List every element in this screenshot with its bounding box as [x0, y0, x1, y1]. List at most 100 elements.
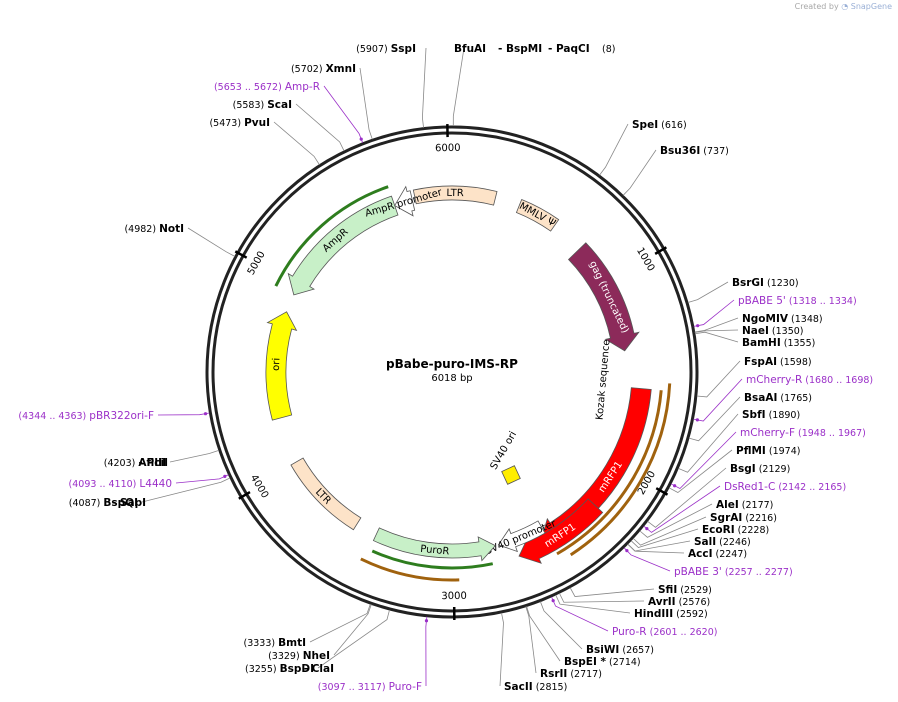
site-label-sali: SalI (2246): [694, 536, 751, 548]
leader-line: [452, 47, 465, 127]
site-label-bamhi: BamHI (1355): [742, 337, 815, 349]
plasmid-name: pBabe-puro-IMS-RP: [386, 357, 518, 371]
svg-text:- ClaI: - ClaI: [304, 663, 334, 675]
site-label-acci: AccI (2247): [688, 548, 747, 560]
svg-text:(5653 .. 5672) Amp-R: (5653 .. 5672) Amp-R: [214, 81, 320, 93]
svg-text:(5473) PvuI: (5473) PvuI: [209, 117, 270, 129]
leader-line: [559, 593, 645, 603]
svg-text:BspEI * (2714): BspEI * (2714): [564, 656, 641, 668]
credit-brand: SnapGene: [850, 2, 892, 11]
feature-ori: [265, 311, 298, 421]
site-label-xmni: (5702) XmnI: [291, 63, 356, 75]
site-label-scai: (5583) ScaI: [233, 99, 292, 111]
leader-line: [555, 594, 631, 614]
backbone-outer: [205, 125, 699, 619]
leader-line: [187, 227, 236, 257]
feature-ampr: [287, 195, 399, 296]
svg-text:- SapI: - SapI: [112, 497, 146, 509]
svg-text:(4982) NotI: (4982) NotI: [124, 223, 184, 235]
feature-amprpromoter: [394, 185, 416, 217]
leader-line: [647, 467, 727, 528]
site-label-nhei: (3329) NheI: [268, 650, 330, 662]
feature-label: LTR: [446, 188, 463, 199]
orf-mrfp-outer: [569, 383, 672, 557]
leader-line: [157, 412, 210, 416]
leader-line: [678, 413, 739, 473]
svg-text:SacII (2815): SacII (2815): [504, 681, 567, 693]
orf-puror: [371, 549, 494, 570]
primer-mark: [673, 484, 677, 488]
leader-line: [425, 616, 428, 687]
leader-line: [688, 396, 741, 442]
svg-text:(5702) XmnI: (5702) XmnI: [291, 63, 356, 75]
kozak-label: Kozak sequence: [595, 339, 613, 420]
svg-text:AleI (2177): AleI (2177): [716, 499, 773, 511]
leader-line: [687, 281, 729, 303]
primer-label-puro-r: Puro-R (2601 .. 2620): [612, 626, 717, 638]
site-label--sapi: - SapI: [112, 497, 146, 509]
site-label-noti: (4982) NotI: [124, 223, 184, 235]
feature-gag: [567, 242, 640, 352]
site-label--paqci: - PaqCI: [548, 43, 590, 55]
svg-text:DsRed1-C (2142 .. 2165): DsRed1-C (2142 .. 2165): [724, 481, 846, 493]
feature-ltr2: [290, 457, 362, 531]
svg-text:(3329) NheI: (3329) NheI: [268, 650, 330, 662]
primer-label-pbabe-5-: pBABE 5' (1318 .. 1334): [738, 295, 857, 307]
leader-line: [627, 543, 685, 554]
tick-label: 1000: [634, 246, 656, 274]
tick-label: 4000: [248, 473, 270, 501]
site-label-ecori: EcoRI (2228): [702, 524, 769, 536]
primer-mark: [424, 619, 429, 623]
tick-1000: [654, 246, 668, 255]
site-label-sspi: (5907) SspI: [356, 43, 416, 55]
primer-label-mcherry-r: mCherry-R (1680 .. 1698): [746, 374, 873, 386]
leader-line: [693, 299, 735, 327]
site-label-bspqi: (4087) BspQI: [69, 497, 138, 509]
feature-label: ori: [271, 358, 283, 371]
svg-text:NgoMIV (1348): NgoMIV (1348): [742, 313, 823, 325]
leader-line: [499, 612, 504, 687]
primer-label-l4440: (4093 .. 4110) L4440: [69, 478, 172, 490]
svg-text:AccI (2247): AccI (2247): [688, 548, 747, 560]
svg-text:SpeI (616): SpeI (616): [632, 119, 687, 131]
leader-line: [540, 601, 583, 650]
leader-line: [694, 317, 739, 333]
snapgene-brand: ◔ SnapGene: [841, 2, 892, 11]
svg-text:SgrAI (2216): SgrAI (2216): [710, 512, 777, 524]
svg-text:(8): (8): [602, 44, 615, 55]
svg-text:(5583) ScaI: (5583) ScaI: [233, 99, 292, 111]
site-label-bmti: (3333) BmtI: [244, 637, 306, 649]
primer-label-mcherry-f: mCherry-F (1948 .. 1967): [740, 427, 866, 439]
svg-text:NaeI (1350): NaeI (1350): [742, 325, 804, 337]
site-label-fspai: FspAI (1598): [744, 356, 812, 368]
svg-text:BsaAI (1765): BsaAI (1765): [744, 392, 812, 404]
primer-mark: [223, 474, 227, 478]
svg-text:- BspMI: - BspMI: [498, 43, 542, 55]
feature-puror: [372, 527, 496, 562]
tick-4000: [238, 490, 251, 500]
sv40-ori-mark: [501, 465, 521, 485]
svg-text:PflMI (1974): PflMI (1974): [736, 445, 800, 457]
leader-line: [694, 331, 739, 343]
svg-text:SalI (2246): SalI (2246): [694, 536, 751, 548]
svg-text:SbfI (1890): SbfI (1890): [742, 409, 800, 421]
svg-text:(3097 .. 3117) Puro-F: (3097 .. 3117) Puro-F: [318, 681, 422, 693]
site-label--clai: - ClaI: [304, 663, 334, 675]
site-label-bsaai: BsaAI (1765): [744, 392, 812, 404]
leader-line: [630, 528, 699, 548]
created-by-credit: Created by ◔ SnapGene: [795, 2, 892, 11]
primer-mark: [695, 418, 699, 422]
label-leaders: [141, 47, 743, 687]
site-label-rsrii: RsrII (2717): [540, 668, 602, 680]
feature-sv40promoter: [497, 520, 546, 553]
tick-label: 3000: [441, 591, 467, 602]
site-label-sgrai: SgrAI (2216): [710, 512, 777, 524]
svg-text:(4093 .. 4110) L4440: (4093 .. 4110) L4440: [69, 478, 172, 490]
leader-line: [273, 121, 320, 165]
svg-text:mCherry-R (1680 .. 1698): mCherry-R (1680 .. 1698): [746, 374, 873, 386]
leader-line: [632, 516, 707, 546]
leader-line: [175, 474, 229, 484]
site-label-afliii: (4203) AflIII: [104, 457, 166, 469]
site-label-bsu36i: Bsu36I (737): [660, 145, 729, 157]
